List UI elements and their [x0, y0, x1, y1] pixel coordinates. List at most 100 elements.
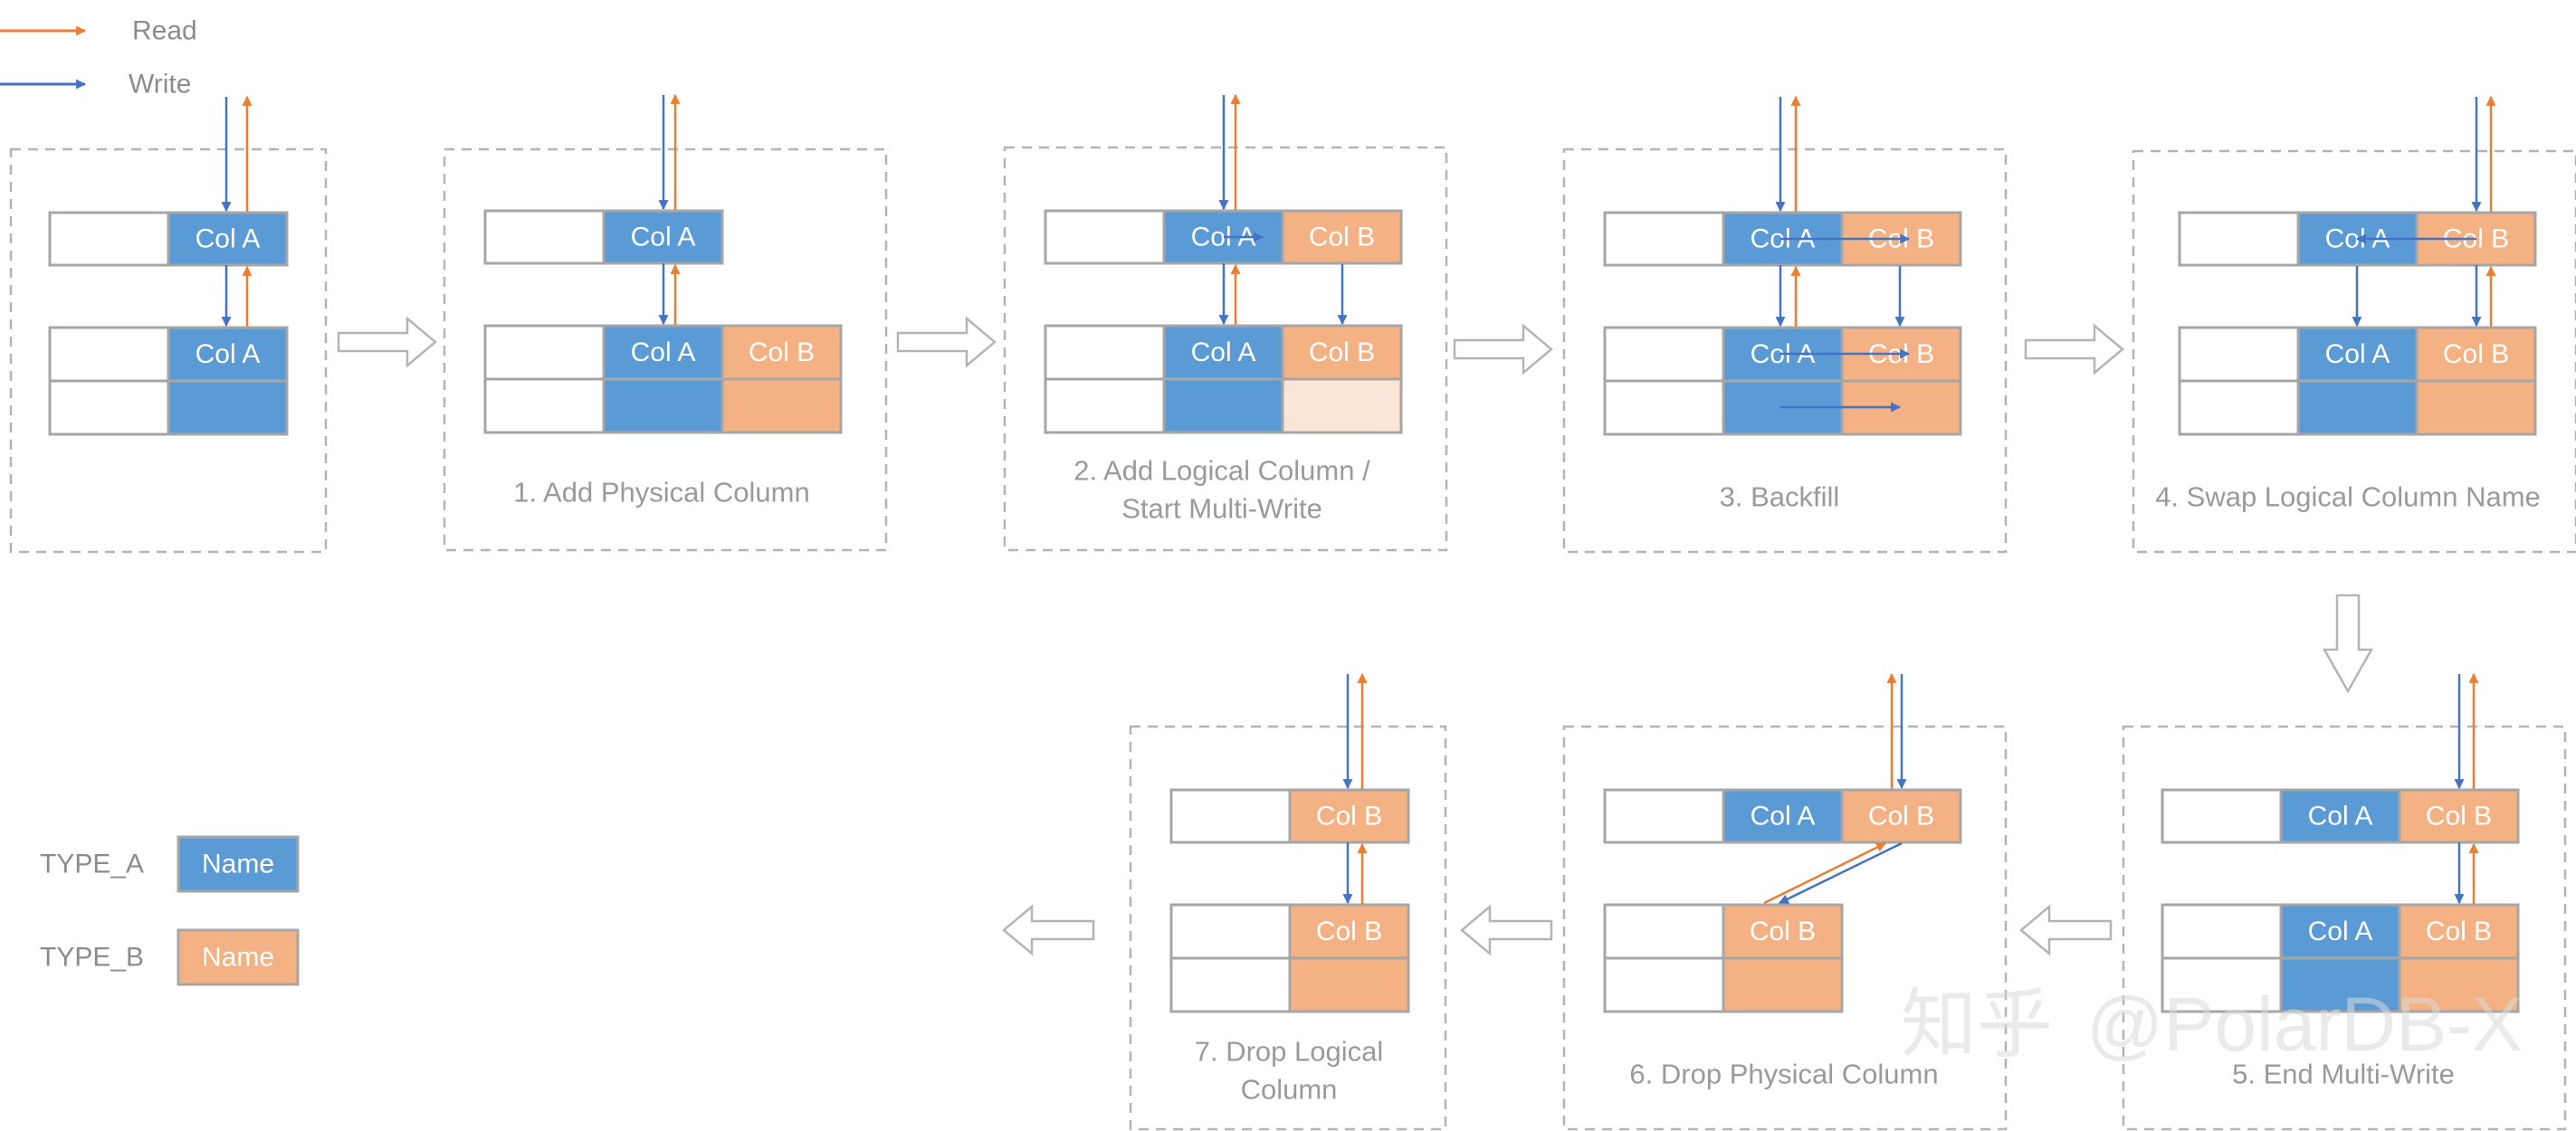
s2-row1-col-a-label: Col A — [1191, 337, 1256, 367]
legend-write-label: Write — [129, 70, 191, 100]
step-7-caption-line1: 7. Drop Logical — [1195, 1036, 1384, 1068]
watermark-handle: @PolarDB-X — [2086, 982, 2523, 1067]
s5-row2-key — [2161, 956, 2283, 1013]
step-4-frame — [2132, 149, 2576, 554]
s4-row1-col-a — [2296, 326, 2419, 383]
step-4-caption: 4. Swap Logical Column Name — [2155, 481, 2541, 513]
step-1-caption: 1. Add Physical Column — [513, 477, 809, 508]
s4-row2-col-a — [2296, 379, 2419, 436]
s2-row1-col-b — [1281, 324, 1403, 381]
s3-row1-key — [1603, 326, 1725, 383]
diagram-text: 1. Add Physical Column 2. Add Logical Col… — [513, 455, 2541, 1106]
s2-row1-col-a — [1162, 324, 1284, 381]
step-6-caption: 6. Drop Physical Column — [1629, 1059, 1938, 1090]
s4-row2-col-b — [2415, 379, 2537, 436]
s5-row1-col-b-label: Col B — [2426, 917, 2492, 946]
step-3-caption: 3. Backfill — [1720, 481, 1840, 513]
step-frames — [9, 146, 2576, 1131]
step-2-caption-line1: 2. Add Logical Column / — [1073, 455, 1370, 487]
s4-top-key — [2178, 211, 2300, 267]
flow-arrows — [337, 316, 2374, 956]
s2-top-col-b — [1281, 209, 1403, 265]
s3-row2-key — [1603, 379, 1725, 436]
watermark-zhihu-icon: 知乎 — [1901, 980, 2053, 1069]
s1-row1-col-a-label: Col A — [631, 337, 696, 367]
s6-top-col-a-label: Col A — [1751, 802, 1816, 832]
flow-arrow-2-3 — [1453, 323, 1553, 375]
s0-row1-col-a-label: Col A — [196, 339, 261, 369]
step-0-frame — [9, 147, 328, 554]
flow-arrow-5-6 — [2019, 904, 2113, 956]
legend-type-b-name: Name — [202, 943, 274, 973]
step-7-frame — [1129, 725, 1447, 1131]
s1-row1-col-b-label: Col B — [749, 337, 815, 367]
legend-type-a-name: Name — [202, 850, 274, 879]
s6-row1-key — [1603, 903, 1725, 960]
s0-top-key — [48, 211, 170, 267]
s4-row1-col-b-label: Col B — [2443, 339, 2509, 369]
s2-top-col-b-label: Col B — [1309, 223, 1375, 252]
s6-read-diag — [1763, 841, 1886, 905]
s5-top-col-b — [2398, 788, 2520, 844]
s6-top-col-a — [1722, 788, 1844, 844]
s7-row2-col-b — [1288, 956, 1410, 1013]
s1-top-key — [483, 209, 606, 265]
s0-row2-key — [48, 379, 170, 436]
s7-top-key — [1169, 788, 1292, 844]
legend-read-label: Read — [132, 16, 197, 46]
s1-top-col-a-label: Col A — [631, 223, 696, 252]
step-7-caption-line2: Column — [1241, 1074, 1338, 1106]
read-write-arrows — [221, 93, 2496, 905]
s5-row1-key — [2161, 903, 2283, 960]
s5-row1-col-b — [2398, 903, 2520, 960]
s5-top-key — [2161, 788, 2283, 844]
s1-row2-key — [483, 377, 606, 434]
step-2-caption-line2: Start Multi-Write — [1121, 493, 1322, 525]
step-2-frame — [1003, 146, 1448, 552]
s0-top-col-a-label: Col A — [196, 224, 261, 254]
s0-row1-col-a — [167, 326, 289, 383]
s6-row2-col-b — [1722, 956, 1844, 1013]
s4-row1-col-a-label: Col A — [2325, 339, 2390, 369]
s0-row2-col-a — [167, 379, 289, 436]
s7-top-col-b — [1288, 788, 1410, 844]
s7-row1-key — [1169, 903, 1292, 960]
s7-row1-col-b-label: Col B — [1316, 917, 1382, 946]
s2-row1-key — [1044, 324, 1166, 381]
s6-row1-col-b-label: Col B — [1750, 917, 1816, 946]
s1-row1-col-a — [602, 324, 724, 381]
step-3-frame — [1562, 147, 2008, 554]
s3-top-key — [1603, 211, 1725, 267]
s5-top-col-b-label: Col B — [2426, 802, 2492, 832]
flow-arrow-3-4 — [2024, 323, 2124, 375]
s1-row2-col-a — [602, 377, 724, 434]
s4-row2-key — [2178, 379, 2300, 436]
s7-top-col-b-label: Col B — [1316, 802, 1382, 832]
s1-row1-key — [483, 324, 606, 381]
s5-row1-col-a-label: Col A — [2308, 917, 2373, 946]
s5-row1-col-a — [2279, 903, 2401, 960]
s6-top-col-b-label: Col B — [1868, 802, 1934, 832]
flow-arrow-6-7 — [1460, 904, 1553, 956]
flow-arrow-1-2 — [896, 316, 997, 368]
legend-type-b-swatch — [177, 928, 300, 986]
s2-row2-col-b-empty — [1281, 377, 1403, 434]
s6-write-diag — [1779, 841, 1903, 905]
legend-type-a-swatch — [177, 835, 300, 893]
flow-arrow-7-out — [1002, 904, 1095, 956]
flow-arrow-4-5 — [2322, 594, 2374, 694]
flow-arrow-0-1 — [337, 316, 437, 368]
s2-row2-col-a — [1162, 377, 1284, 434]
s4-row1-key — [2178, 326, 2300, 383]
s5-row2-col-b — [2398, 956, 2520, 1013]
step-5-frame — [2122, 725, 2567, 1131]
s6-top-key — [1603, 788, 1725, 844]
legend-type-b-label: TYPE_B — [40, 943, 144, 973]
s2-top-key — [1044, 209, 1166, 265]
s5-top-col-a-label: Col A — [2308, 802, 2373, 832]
step-5-caption: 5. End Multi-Write — [2232, 1059, 2455, 1090]
s6-row2-key — [1603, 956, 1725, 1013]
s1-row2-col-b — [720, 377, 843, 434]
